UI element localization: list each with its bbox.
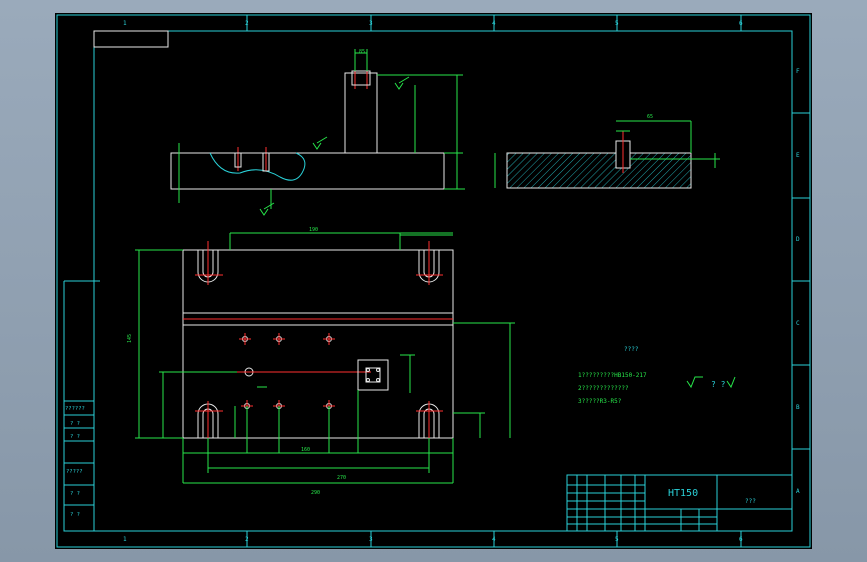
roughness-text: ? ?	[711, 380, 726, 389]
zone-top-6: 6	[739, 20, 743, 27]
strip-label-4: ?????	[66, 469, 83, 475]
zone-bottom-3: 3	[369, 536, 373, 543]
zone-bottom-1: 1	[123, 536, 127, 543]
zone-top-3: 3	[369, 20, 373, 27]
zone-bottom-5: 5	[615, 536, 619, 543]
zone-ticks	[63, 15, 810, 547]
drawing-name: ???	[745, 498, 756, 505]
drawing-sheet: 1 2 3 4 5 6 1 2 3 4 5 6 F E D C B A	[55, 13, 812, 549]
zone-top-5: 5	[615, 20, 619, 27]
strip-label-3: ? ?	[70, 434, 80, 440]
zone-bottom-2: 2	[245, 536, 249, 543]
dim-inner-length: 160	[301, 447, 310, 453]
zone-top-4: 4	[492, 20, 496, 27]
plan-view: 190 290 270 160 145	[127, 227, 515, 496]
zone-bottom-4: 4	[492, 536, 496, 543]
dim-boss-width: 85	[359, 49, 365, 55]
dim-side-height: 145	[127, 334, 133, 343]
strip-label-2: ? ?	[70, 421, 80, 427]
strip-label-1: ??????	[65, 406, 85, 412]
zone-right-D: D	[796, 236, 800, 243]
note-line-2: 2?????????????	[578, 385, 629, 392]
note-line-1: 1?????????HB150-217	[578, 372, 647, 379]
code-box	[93, 30, 169, 48]
notes-heading: ????	[624, 346, 639, 353]
strip-label-6: ? ?	[70, 512, 80, 518]
strip-label-5: ? ?	[70, 491, 80, 497]
zone-right-F: F	[796, 68, 800, 75]
note-line-3: 3?????R3-R5?	[578, 398, 622, 405]
front-view: 85	[170, 49, 465, 216]
zone-right-E: E	[796, 152, 800, 159]
inner-border	[93, 30, 793, 532]
zone-right-B: B	[796, 404, 800, 411]
dim-overall-length: 290	[311, 490, 320, 496]
section-view: 65	[494, 114, 720, 189]
zone-top-1: 1	[123, 20, 127, 27]
zone-top-2: 2	[245, 20, 249, 27]
left-strip-table	[63, 400, 95, 532]
dim-section-width: 65	[647, 114, 653, 120]
dim-top-width: 190	[309, 227, 318, 233]
zone-right-C: C	[796, 320, 800, 327]
material-label: HT150	[668, 488, 698, 499]
zone-bottom-6: 6	[739, 536, 743, 543]
title-block	[566, 474, 793, 532]
drawing-canvas: 1 2 3 4 5 6 1 2 3 4 5 6 F E D C B A	[56, 14, 811, 548]
roughness-symbols: ? ?	[686, 376, 736, 389]
zone-right-A: A	[796, 488, 800, 495]
dim-bottom-length: 270	[337, 475, 346, 481]
